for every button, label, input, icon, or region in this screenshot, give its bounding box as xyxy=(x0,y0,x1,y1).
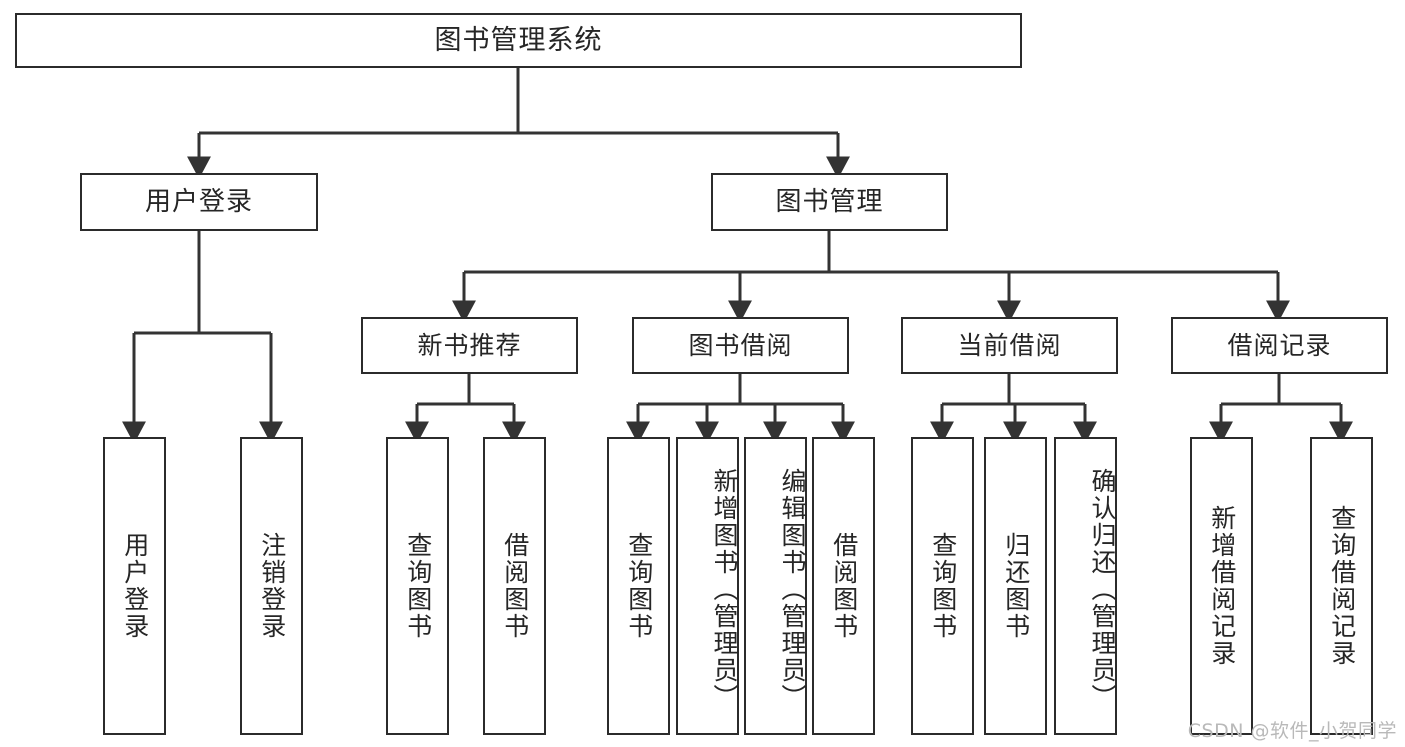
leaf-borrow-book-2[interactable]: 借阅图书 xyxy=(812,437,875,735)
leaf-add-record-label: 新增借阅记录 xyxy=(1207,505,1237,667)
leaf-return-book-label: 归还图书 xyxy=(1001,532,1031,640)
leaf-edit-book[interactable]: 编辑图书（管理员） xyxy=(744,437,807,735)
node-book-manage-label: 图书管理 xyxy=(775,186,884,217)
leaf-user-login[interactable]: 用户登录 xyxy=(103,437,166,735)
node-current-borrow-label: 当前借阅 xyxy=(957,330,1062,360)
node-book-manage[interactable]: 图书管理 xyxy=(711,173,948,231)
leaf-add-book[interactable]: 新增图书（管理员） xyxy=(676,437,739,735)
leaf-borrow-book-1-label: 借阅图书 xyxy=(500,532,530,640)
leaf-user-logout-label: 注销登录 xyxy=(257,532,287,640)
node-root-label: 图书管理系统 xyxy=(434,24,603,56)
leaf-query-record-label: 查询借阅记录 xyxy=(1327,505,1357,667)
node-new-book-recommend[interactable]: 新书推荐 xyxy=(361,317,578,374)
watermark: CSDN @软件_小贺同学 xyxy=(1187,720,1397,742)
leaf-add-book-label: 新增图书（管理员） xyxy=(710,467,739,711)
leaf-query-book-1[interactable]: 查询图书 xyxy=(386,437,449,735)
node-borrow-record[interactable]: 借阅记录 xyxy=(1171,317,1388,374)
leaf-query-book-1-label: 查询图书 xyxy=(403,532,433,640)
node-root[interactable]: 图书管理系统 xyxy=(15,13,1022,68)
leaf-edit-book-label: 编辑图书（管理员） xyxy=(778,467,807,711)
node-new-book-recommend-label: 新书推荐 xyxy=(417,330,522,360)
leaf-query-book-3[interactable]: 查询图书 xyxy=(911,437,974,735)
node-user-login[interactable]: 用户登录 xyxy=(80,173,318,231)
leaf-user-login-label: 用户登录 xyxy=(120,532,150,640)
leaf-query-book-2[interactable]: 查询图书 xyxy=(607,437,670,735)
leaf-borrow-book-2-label: 借阅图书 xyxy=(829,532,859,640)
leaf-borrow-book-1[interactable]: 借阅图书 xyxy=(483,437,546,735)
leaf-return-book[interactable]: 归还图书 xyxy=(984,437,1047,735)
leaf-add-record[interactable]: 新增借阅记录 xyxy=(1190,437,1253,735)
node-book-borrow[interactable]: 图书借阅 xyxy=(632,317,849,374)
node-current-borrow[interactable]: 当前借阅 xyxy=(901,317,1118,374)
leaf-query-book-3-label: 查询图书 xyxy=(928,532,958,640)
leaf-user-logout[interactable]: 注销登录 xyxy=(240,437,303,735)
node-book-borrow-label: 图书借阅 xyxy=(688,330,793,360)
leaf-confirm-return-label: 确认归还（管理员） xyxy=(1088,467,1117,711)
node-borrow-record-label: 借阅记录 xyxy=(1227,330,1332,360)
leaf-query-book-2-label: 查询图书 xyxy=(624,532,654,640)
node-user-login-label: 用户登录 xyxy=(144,186,253,217)
leaf-confirm-return[interactable]: 确认归还（管理员） xyxy=(1054,437,1117,735)
leaf-query-record[interactable]: 查询借阅记录 xyxy=(1310,437,1373,735)
